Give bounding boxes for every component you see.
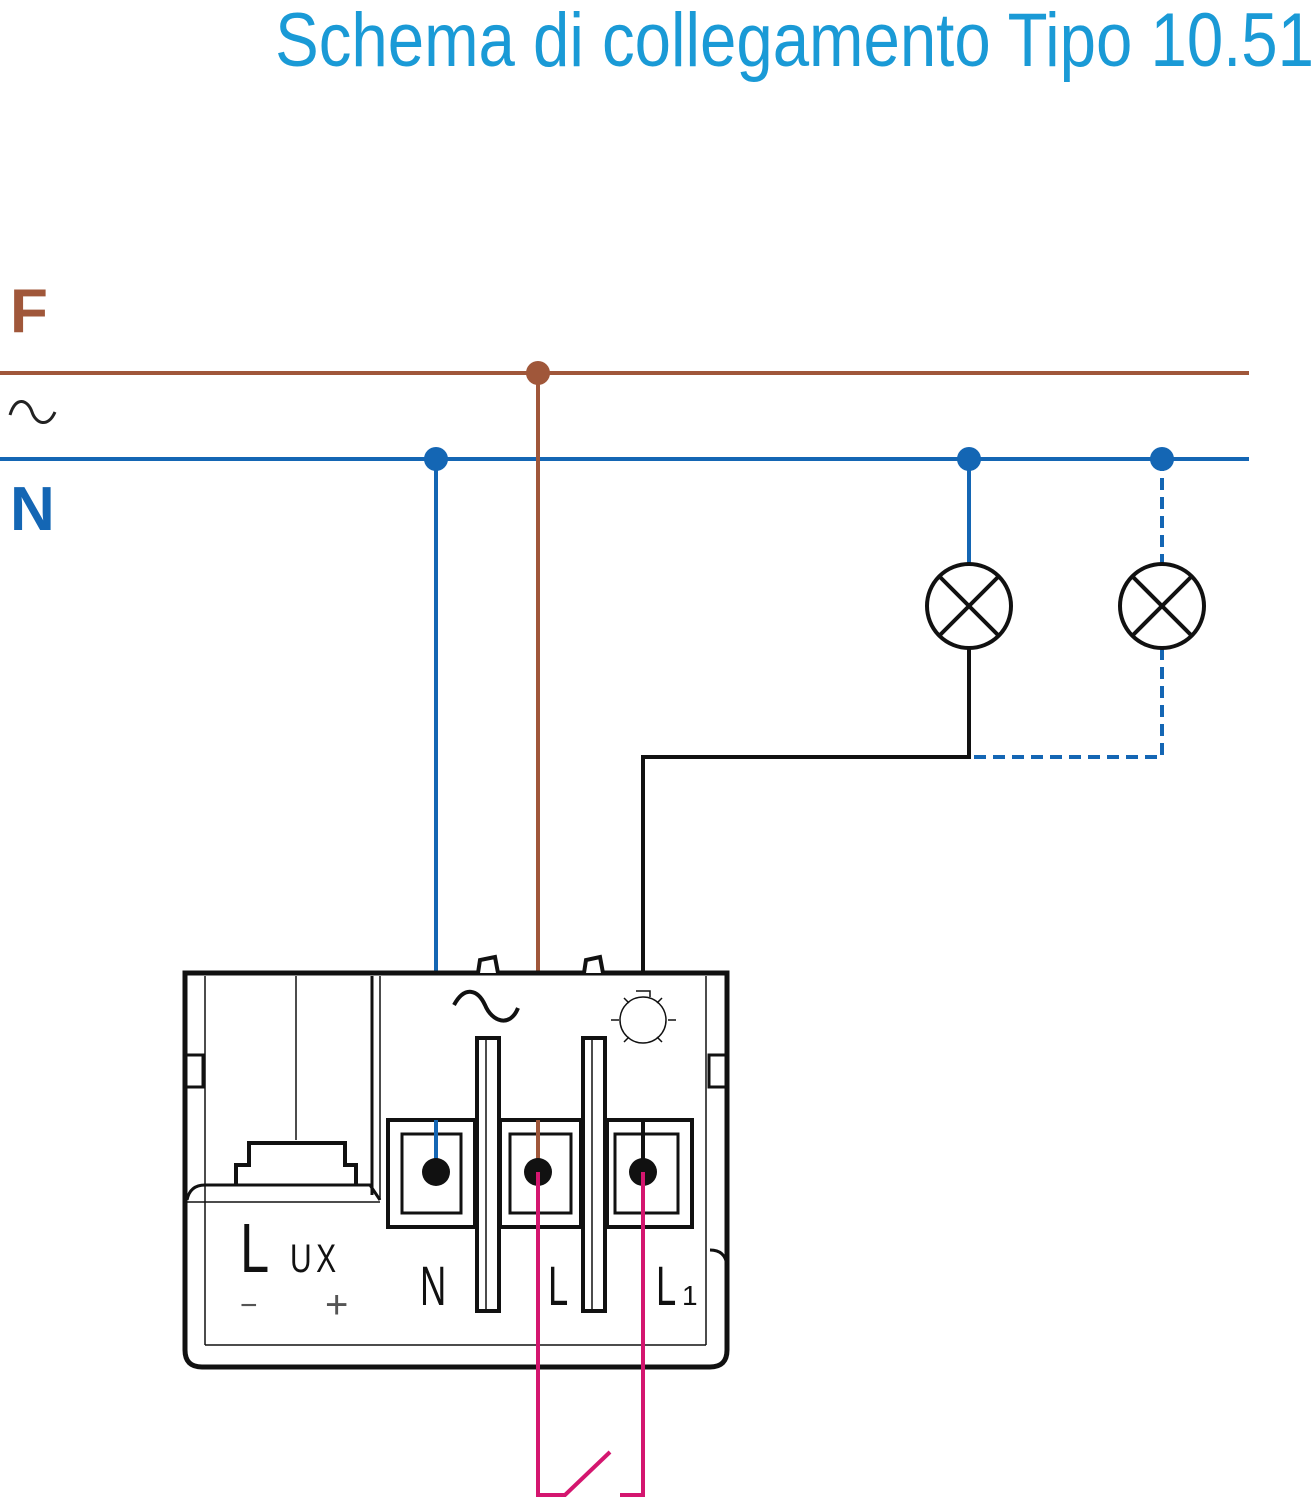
terminal-screw-n — [422, 1158, 450, 1186]
terminal-label-l1: L — [656, 1255, 676, 1318]
lux-minus: − — [240, 1289, 258, 1322]
terminal-label-l: L — [548, 1255, 568, 1318]
terminal-label-n: N — [420, 1255, 446, 1318]
lamp-icon — [925, 562, 1013, 650]
neutral-junction — [957, 447, 981, 471]
lux-label-small: UX — [290, 1237, 341, 1281]
lamp-icon — [1118, 562, 1206, 650]
lamp2-load-wire-dashed — [969, 648, 1164, 759]
neutral-label: N — [10, 475, 55, 544]
brightness-icon — [611, 990, 676, 1044]
load-wire — [641, 648, 971, 1172]
lux-label-big: L — [240, 1210, 269, 1288]
title: Schema di collegamento Tipo 10.51 — [275, 0, 1314, 83]
switch — [536, 1172, 645, 1497]
neutral-junction — [424, 447, 448, 471]
neutral-junction — [1150, 447, 1174, 471]
terminal-label-l1-sub: 1 — [682, 1280, 698, 1311]
lux-plus: + — [325, 1283, 348, 1327]
terminal-block — [386, 1036, 694, 1313]
ac-symbol — [8, 400, 57, 424]
phase-label: F — [10, 277, 48, 346]
phase-junction — [526, 361, 550, 385]
